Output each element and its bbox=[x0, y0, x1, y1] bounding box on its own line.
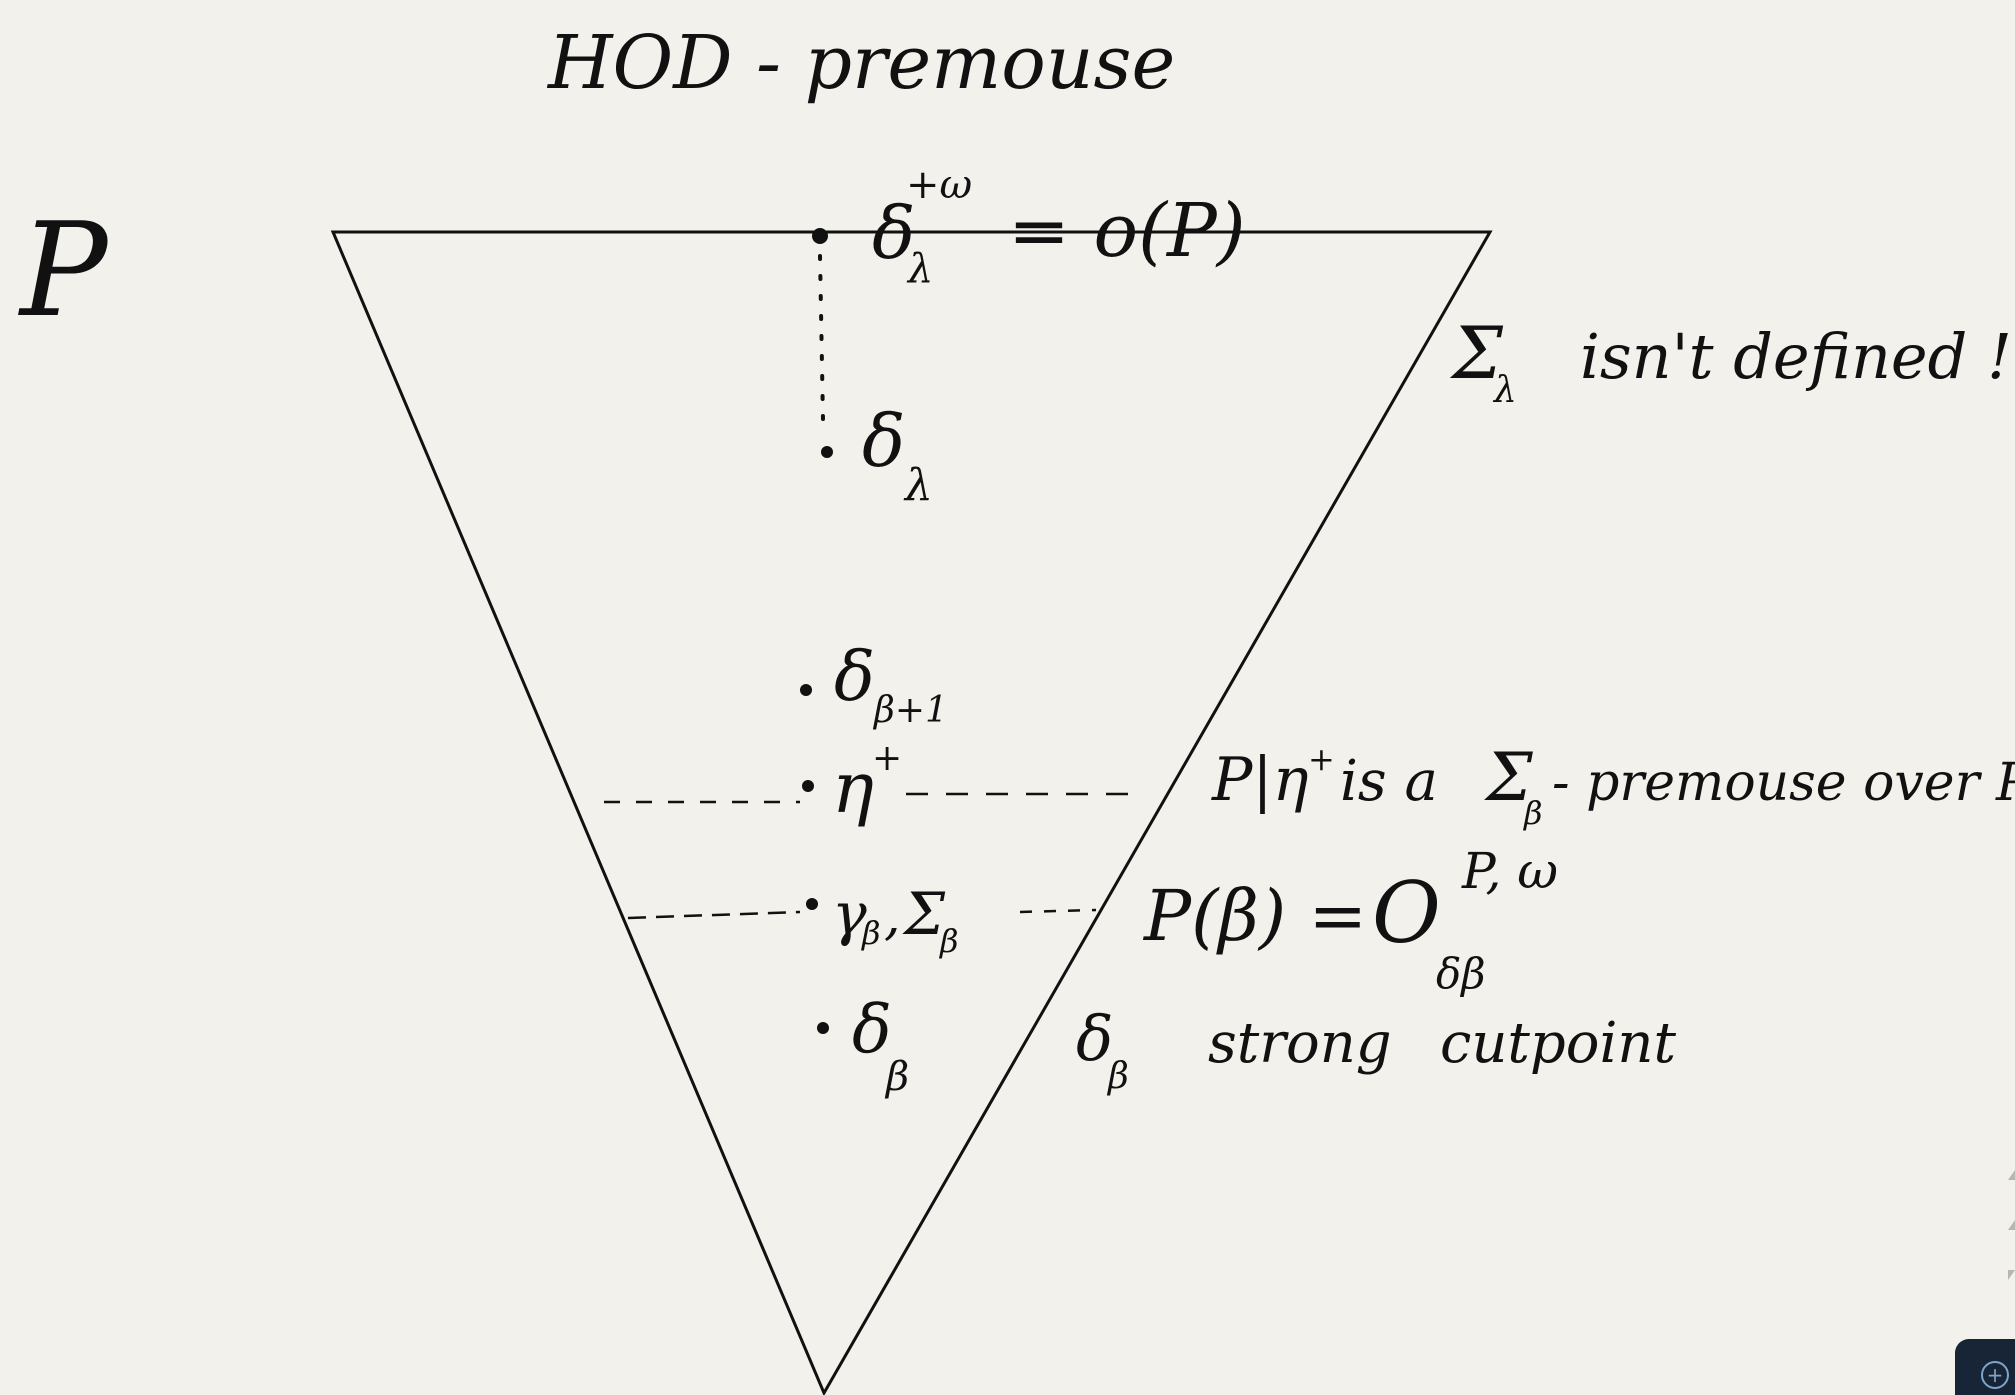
eta-plus-point bbox=[802, 780, 814, 792]
top-point-equation: = o(P) bbox=[1008, 188, 1246, 274]
gamma-comma: , bbox=[884, 887, 901, 947]
delta-beta-label: δ β bbox=[852, 991, 909, 1100]
sigma-beta-symbol: Σ bbox=[902, 880, 946, 948]
delta-beta-point bbox=[817, 1022, 829, 1034]
eta-premouse-note: P|η + is a Σ β - premouse over P(β) bbox=[1211, 739, 2015, 832]
eta-plus-superscript: + bbox=[872, 738, 902, 779]
page-edge-marks bbox=[2007, 1170, 2015, 1290]
delta-lambda-point bbox=[821, 446, 833, 458]
model-label: P bbox=[18, 194, 110, 346]
eta-note-left: P|η bbox=[1211, 745, 1309, 815]
gamma-symbol: γ bbox=[832, 880, 867, 948]
top-point bbox=[812, 228, 828, 244]
delta-lambda-base: δ bbox=[862, 399, 905, 483]
cutpoint-subscript: β bbox=[1106, 1056, 1129, 1097]
gamma-dashed-right bbox=[1019, 908, 1097, 914]
eta-note-right: - premouse over P(β) bbox=[1552, 753, 2015, 813]
hod-triangle bbox=[330, 230, 1493, 1395]
cutpoint-delta: δ bbox=[1076, 1002, 1113, 1075]
delta-beta-base: δ bbox=[852, 991, 892, 1068]
p-beta-superscript: P, ω bbox=[1461, 842, 1558, 900]
plus-circle-icon: + bbox=[1981, 1361, 2009, 1389]
eta-note-sigma-subscript: β bbox=[1523, 794, 1543, 832]
eta-plus-base: η bbox=[832, 747, 874, 829]
delta-lambda-label: δ λ bbox=[862, 399, 933, 511]
eta-note-superscript: + bbox=[1308, 740, 1335, 778]
dotted-chain-line bbox=[818, 254, 825, 422]
add-page-button[interactable]: + bbox=[1955, 1339, 2015, 1395]
sigma-beta-subscript: β bbox=[939, 922, 959, 960]
delta-lambda-subscript: λ bbox=[903, 460, 933, 511]
cutpoint-word-cutpoint: cutpoint bbox=[1440, 1011, 1676, 1076]
top-point-base: δ bbox=[872, 191, 915, 275]
p-beta-left: P(β) = bbox=[1142, 875, 1367, 957]
eta-plus-label: η + bbox=[832, 738, 902, 829]
delta-beta-plus-one-base: δ bbox=[834, 638, 875, 717]
gamma-subscript: β bbox=[861, 914, 881, 952]
delta-beta-plus-one-point bbox=[800, 684, 812, 696]
delta-beta-plus-one-label: δ β+1 bbox=[834, 638, 948, 731]
sigma-lambda-symbol: Σ bbox=[1449, 311, 1504, 395]
top-point-superscript: +ω bbox=[906, 162, 972, 208]
delta-beta-subscript: β bbox=[884, 1054, 909, 1100]
cutpoint-word-strong: strong bbox=[1208, 1011, 1392, 1076]
gamma-dashed-left bbox=[627, 910, 801, 920]
title: HOD - premouse bbox=[546, 20, 1175, 106]
p-beta-note: P(β) = O P, ω δβ bbox=[1142, 842, 1558, 998]
p-beta-script-o: O bbox=[1372, 864, 1441, 962]
gamma-sigma-label: γ β , Σ β bbox=[832, 880, 959, 960]
p-beta-subscript: δβ bbox=[1436, 949, 1486, 998]
top-point-label: δ +ω λ = o(P) bbox=[872, 162, 1246, 292]
sigma-undefined-note: Σ λ isn't defined ! bbox=[1449, 311, 2012, 411]
top-point-subscript: λ bbox=[906, 246, 933, 292]
delta-beta-plus-one-subscript: β+1 bbox=[872, 690, 948, 731]
sigma-undefined-text: isn't defined ! bbox=[1580, 320, 2012, 393]
eta-note-middle: is a bbox=[1340, 749, 1438, 814]
gamma-point bbox=[806, 898, 818, 910]
cutpoint-note: δ β strong cutpoint bbox=[1076, 1002, 1676, 1097]
sigma-lambda-subscript: λ bbox=[1492, 370, 1517, 411]
eta-note-sigma: Σ bbox=[1484, 739, 1533, 816]
